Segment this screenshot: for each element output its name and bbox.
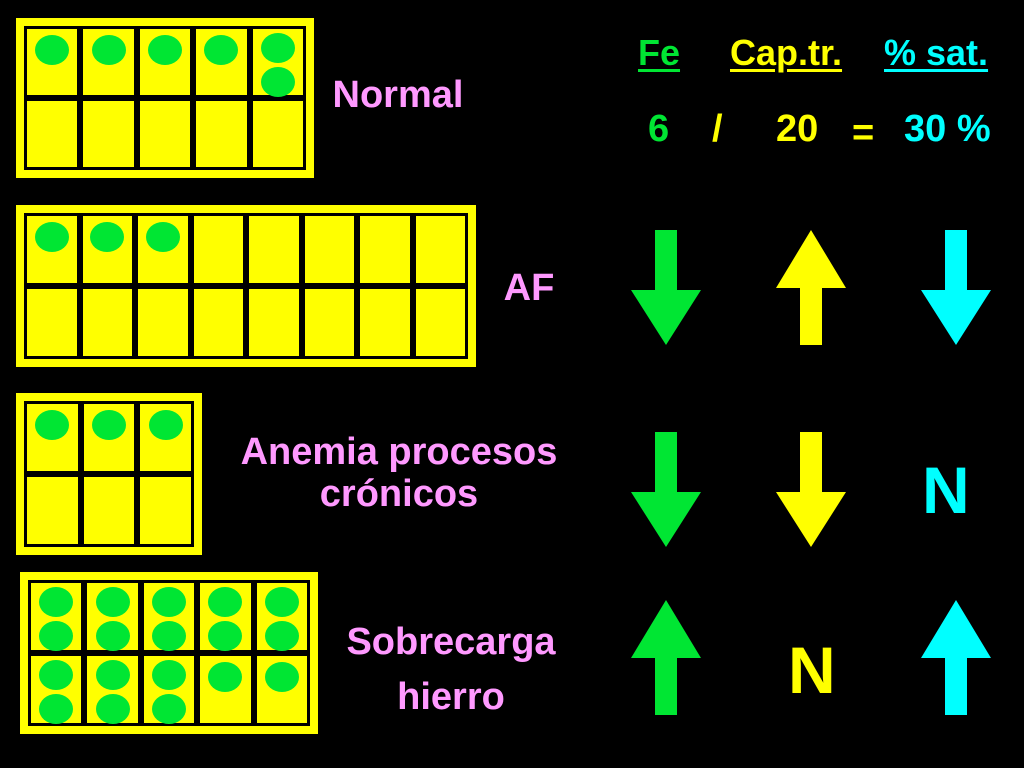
iron-dot <box>91 410 126 440</box>
store-cell <box>24 98 81 170</box>
formula-cap-value: 20 <box>776 108 819 150</box>
store-cell <box>197 580 254 653</box>
store-cell <box>84 580 141 653</box>
iron-dot <box>204 35 239 65</box>
iron-dot <box>208 621 243 651</box>
label-anemia: Anemia procesos crónicos <box>240 431 558 515</box>
label-overload: Sobrecarga hierro <box>346 621 556 719</box>
store-cell <box>24 286 80 359</box>
iron-dot <box>151 587 186 617</box>
label-normal: Normal <box>332 74 464 116</box>
anemia-fe-down-arrow-icon <box>631 432 701 547</box>
iron-dot <box>91 35 126 65</box>
formula-sat-value: 30 % <box>904 108 991 150</box>
store-cell <box>135 286 191 359</box>
iron-dot <box>264 662 299 692</box>
af-sat-down-arrow-icon <box>921 230 991 345</box>
anemia-iron-box <box>16 393 202 555</box>
store-cell <box>28 653 85 726</box>
store-cell <box>193 26 250 98</box>
store-cell <box>253 653 310 726</box>
iron-dot <box>95 694 130 724</box>
iron-dot <box>95 587 130 617</box>
iron-dot <box>35 410 70 440</box>
store-cell <box>357 213 413 286</box>
store-cell <box>246 286 302 359</box>
store-cell <box>249 26 306 98</box>
store-cell <box>80 401 138 474</box>
store-cell <box>137 474 194 547</box>
iron-dot <box>35 35 70 65</box>
iron-dot <box>151 694 186 724</box>
anemia-sat-normal: N <box>922 453 970 527</box>
iron-dot <box>264 587 299 617</box>
store-cell <box>412 286 468 359</box>
store-cell <box>79 213 135 286</box>
af-fe-down-arrow-icon <box>631 230 701 345</box>
store-cell <box>84 653 141 726</box>
store-cell <box>136 98 194 170</box>
store-cell <box>253 580 310 653</box>
store-cell <box>193 98 250 170</box>
formula-fe-value: 6 <box>648 108 670 150</box>
header-saturation: % sat. <box>884 32 989 73</box>
iron-dot <box>264 621 299 651</box>
store-cell <box>80 26 137 98</box>
store-cell <box>190 213 246 286</box>
iron-dot <box>147 35 182 65</box>
store-cell <box>24 401 81 474</box>
store-cell <box>140 653 198 726</box>
store-cell <box>24 213 80 286</box>
iron-dot <box>151 621 186 651</box>
overload-fe-up-arrow-icon <box>631 600 701 715</box>
iron-dot <box>145 222 180 252</box>
store-cell <box>24 26 81 98</box>
store-cell <box>136 26 194 98</box>
overload-iron-box <box>20 572 318 734</box>
store-cell <box>28 580 85 653</box>
overload-cap-normal: N <box>788 633 836 707</box>
store-cell <box>301 213 357 286</box>
iron-dot <box>148 410 183 440</box>
iron-dot <box>151 660 186 690</box>
iron-dot <box>39 621 74 651</box>
store-cell <box>412 213 468 286</box>
store-cell <box>80 98 137 170</box>
iron-dot <box>208 662 243 692</box>
store-cell <box>135 213 191 286</box>
iron-dot <box>260 33 295 63</box>
store-cell <box>249 98 306 170</box>
normal-iron-box <box>16 18 314 178</box>
iron-dot <box>95 621 130 651</box>
iron-dot <box>208 587 243 617</box>
label-af: AF <box>503 267 555 309</box>
header-capacity: Cap.tr. <box>730 32 843 73</box>
store-cell <box>197 653 254 726</box>
iron-dot <box>39 694 74 724</box>
iron-dot <box>90 222 125 252</box>
store-cell <box>80 474 138 547</box>
anemia-cap-down-arrow-icon <box>776 432 846 547</box>
formula-equals: = <box>852 112 875 154</box>
iron-dot <box>39 587 74 617</box>
store-cell <box>79 286 135 359</box>
formula-divide: / <box>712 108 723 150</box>
store-cell <box>24 474 81 547</box>
overload-sat-up-arrow-icon <box>921 600 991 715</box>
store-cell <box>137 401 194 474</box>
store-cell <box>246 213 302 286</box>
store-cell <box>140 580 198 653</box>
af-iron-box <box>16 205 476 367</box>
af-cap-up-arrow-icon <box>776 230 846 345</box>
store-cell <box>190 286 246 359</box>
iron-dot <box>39 660 74 690</box>
iron-dot <box>34 222 69 252</box>
store-cell <box>301 286 357 359</box>
store-cell <box>357 286 413 359</box>
iron-dot <box>95 660 130 690</box>
header-fe: Fe <box>638 32 681 73</box>
iron-dot <box>260 67 295 97</box>
